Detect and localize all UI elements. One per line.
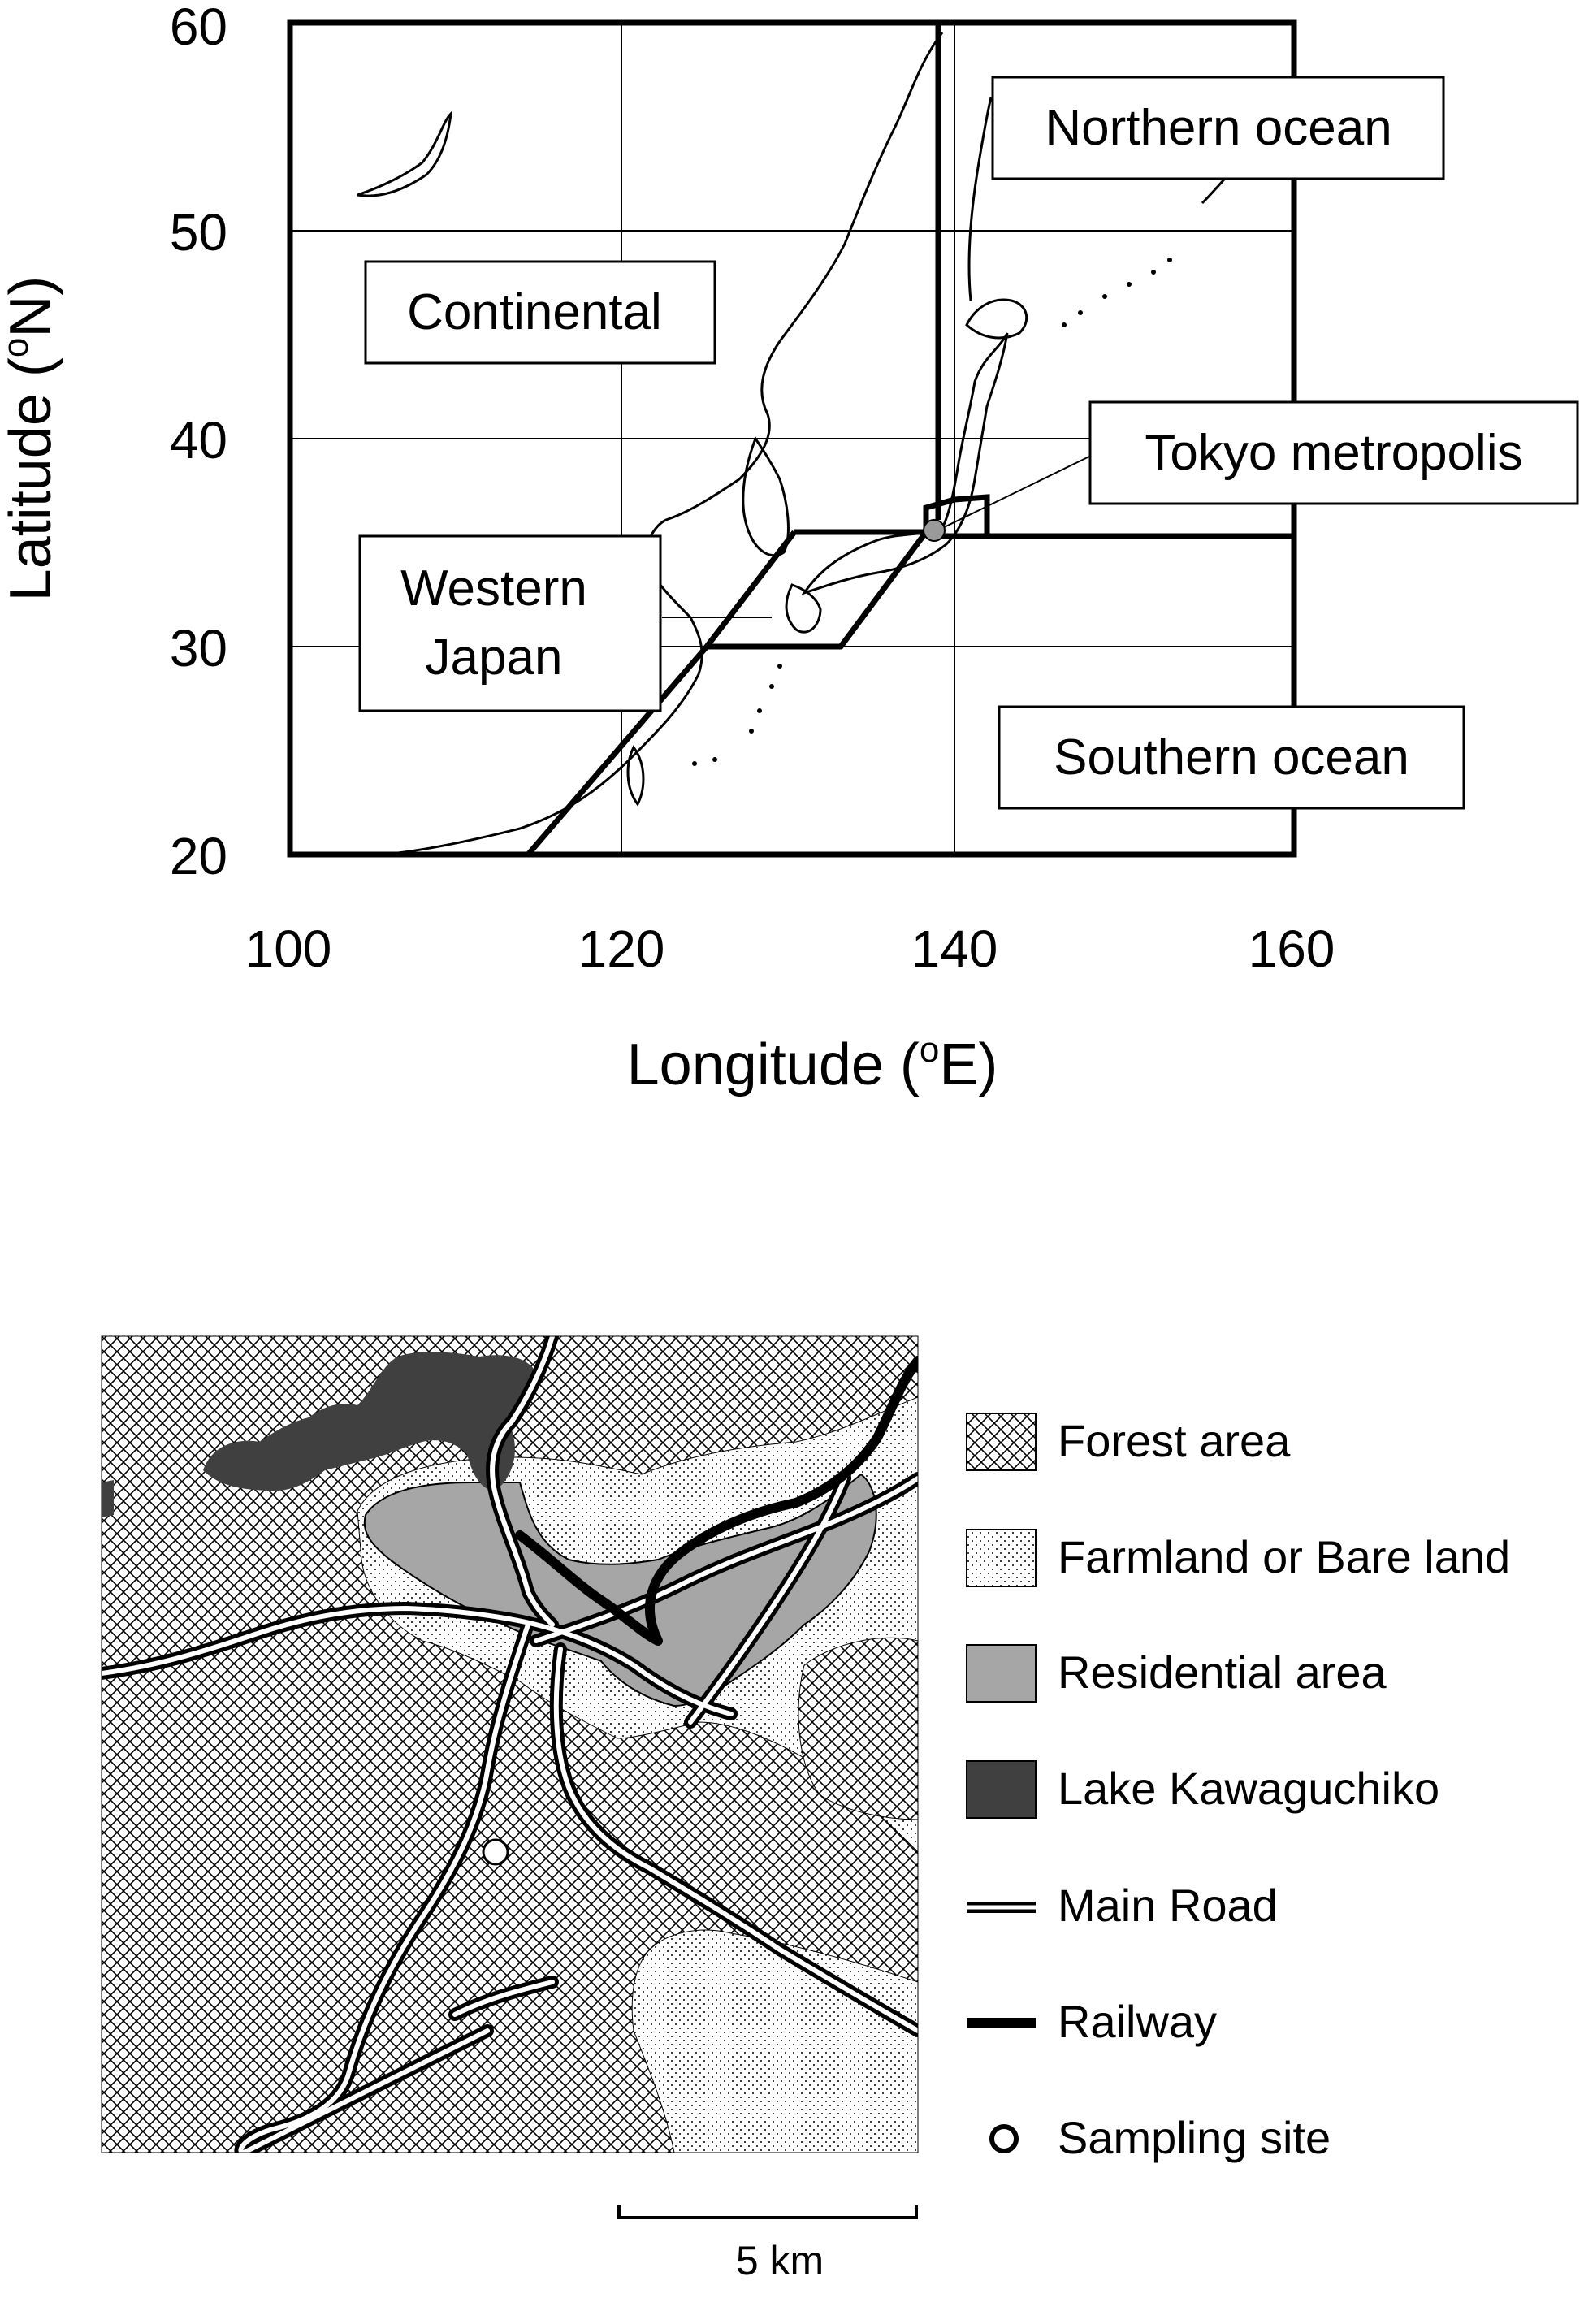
x-tick-label: 120 <box>578 920 665 978</box>
legend-item-main-road: Main Road <box>967 1880 1278 1931</box>
legend-label: Farmland or Bare land <box>1058 1531 1510 1582</box>
legend-item-railway: Railway <box>967 1996 1217 2047</box>
lake-kawaguchiko <box>102 1480 114 1517</box>
region-label-tokyo-metropolis: Tokyo metropolis <box>1145 425 1522 481</box>
x-tick-label: 100 <box>245 920 332 978</box>
x-axis-title: Longitude (oE) <box>627 1030 998 1097</box>
lake-kawaguchiko <box>203 1352 536 1491</box>
legend: Forest area Farmland or Bare land Reside… <box>966 1413 1510 2163</box>
legend-label: Railway <box>1058 1996 1217 2047</box>
scale-bar-label: 5 km <box>736 2238 824 2283</box>
open-circle-icon <box>989 2124 1019 2153</box>
label-box-continental: Continental <box>364 260 716 365</box>
legend-label: Sampling site <box>1058 2112 1331 2163</box>
map-body <box>102 1336 918 2153</box>
main-roads <box>102 1336 918 2153</box>
light-gray-swatch-icon <box>966 1644 1037 1703</box>
region-boundaries <box>526 23 1294 857</box>
railway <box>515 1356 918 1646</box>
tokyo-site-marker <box>923 519 946 542</box>
region-label-western-japan-line2: Japan <box>426 630 563 686</box>
label-box-western-japan: Western Japan <box>358 534 662 712</box>
x-tick-label: 140 <box>911 920 998 978</box>
sampling-site-marker <box>482 1838 509 1866</box>
label-box-northern-ocean: Northern ocean <box>991 76 1445 180</box>
forest-area <box>798 1637 918 1820</box>
x-tick-label: 160 <box>1249 920 1335 978</box>
region-label-southern-ocean: Southern ocean <box>1054 729 1409 785</box>
island-dots <box>692 258 1172 766</box>
map-frame <box>101 1335 919 2153</box>
local-land-use-map: 5 km Forest area Farmland or Bare land R… <box>101 1335 1510 2283</box>
legend-label: Forest area <box>1058 1415 1291 1466</box>
y-axis-title: Latitude (oN) <box>0 276 63 602</box>
leader-lines <box>662 454 1093 618</box>
legend-item-farmland: Farmland or Bare land <box>966 1529 1510 1587</box>
region-label-northern-ocean: Northern ocean <box>1045 100 1391 156</box>
dotted-swatch-icon <box>966 1529 1037 1587</box>
regional-map: Northern ocean Continental Tokyo metropo… <box>0 0 1579 1097</box>
label-box-southern-ocean: Southern ocean <box>998 705 1465 810</box>
scale-bar: 5 km <box>617 2205 918 2283</box>
legend-label: Main Road <box>1058 1880 1278 1931</box>
legend-item-forest: Forest area <box>966 1413 1291 1471</box>
y-tick-label: 50 <box>170 203 227 262</box>
crosshatch-swatch-icon <box>966 1413 1037 1471</box>
x-tick-labels: 100 120 140 160 <box>245 920 1335 978</box>
label-box-tokyo-metropolis: Tokyo metropolis <box>1088 400 1579 505</box>
legend-item-residential: Residential area <box>966 1644 1387 1703</box>
y-tick-label: 30 <box>170 619 227 677</box>
region-label-continental: Continental <box>407 284 662 340</box>
y-tick-labels: 60 50 40 30 20 <box>170 0 227 885</box>
y-tick-label: 20 <box>170 827 227 885</box>
y-tick-label: 60 <box>170 0 227 56</box>
region-label-western-japan-line1: Western <box>400 560 587 617</box>
legend-label: Residential area <box>1058 1647 1387 1698</box>
legend-item-sampling-site: Sampling site <box>989 2112 1331 2163</box>
legend-item-lake: Lake Kawaguchiko <box>966 1760 1439 1819</box>
legend-label: Lake Kawaguchiko <box>1058 1763 1439 1814</box>
y-tick-label: 40 <box>170 411 227 470</box>
dark-gray-swatch-icon <box>966 1760 1037 1819</box>
